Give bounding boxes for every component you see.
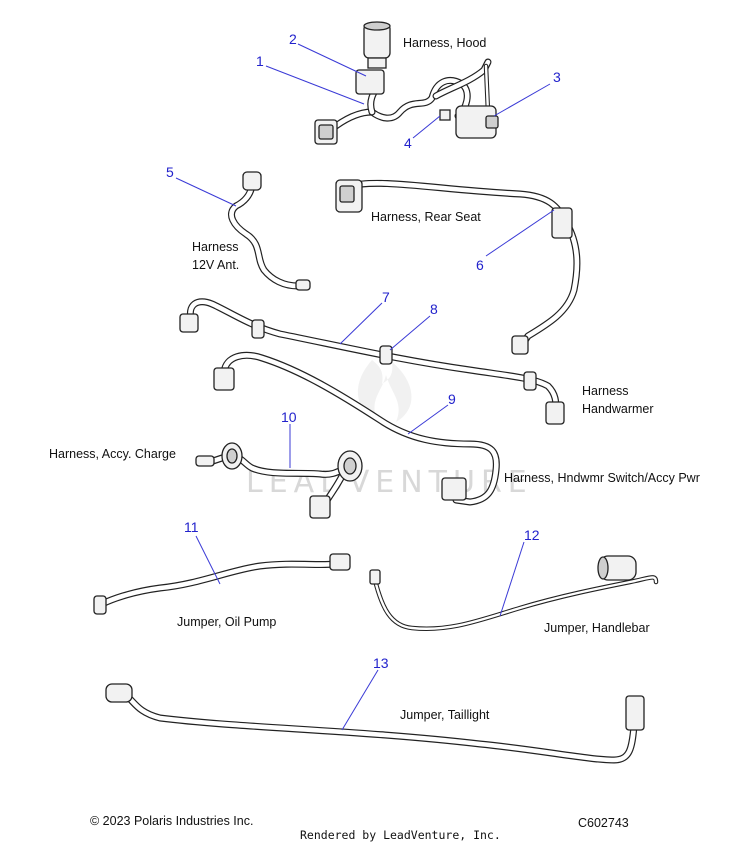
hood-clip <box>439 109 451 121</box>
hood-connector-block <box>355 69 385 95</box>
footer: © 2023 Polaris Industries Inc. Rendered … <box>90 814 629 842</box>
label-jumper-handlebar: Jumper, Handlebar <box>544 621 650 635</box>
jumper-oil-pump <box>93 553 351 615</box>
handwarmer-left-connector <box>179 313 199 333</box>
callout-7[interactable]: 7 <box>382 289 390 305</box>
leader-4 <box>412 115 441 139</box>
hndwmr-left-connector <box>213 367 235 391</box>
footer-rendered-by: Rendered by LeadVenture, Inc. <box>300 828 501 842</box>
label-harness-handwarmer-line1: Harness <box>582 384 629 398</box>
callout-12[interactable]: 12 <box>524 527 540 543</box>
callout-9[interactable]: 9 <box>448 391 456 407</box>
harness-handwarmer <box>179 298 565 425</box>
harness-hndwmr-switch <box>213 351 500 506</box>
leader-6 <box>485 209 555 257</box>
rear-seat-left-connector-face <box>339 185 355 203</box>
handwarmer-clip-3 <box>523 371 537 391</box>
leader-9 <box>407 404 449 435</box>
hood-canister-collar <box>367 57 387 69</box>
leader-12 <box>499 541 525 617</box>
hood-switch-face <box>485 115 499 129</box>
accy-charge-socket-2-face <box>343 457 357 475</box>
callout-4[interactable]: 4 <box>404 135 412 151</box>
accy-charge-end-connector <box>309 495 331 519</box>
callout-10[interactable]: 10 <box>281 409 297 425</box>
hndwmr-end-connector <box>441 477 467 501</box>
leader-1 <box>265 65 365 105</box>
callout-6[interactable]: 6 <box>476 257 484 273</box>
label-jumper-oil-pump: Jumper, Oil Pump <box>177 615 276 629</box>
callout-1[interactable]: 1 <box>256 53 264 69</box>
handwarmer-clip-1 <box>251 319 265 339</box>
leader-lines <box>175 43 555 731</box>
taillight-left-connector <box>105 683 133 703</box>
oil-pump-left-connector <box>93 595 107 615</box>
label-harness-hndwmr-switch: Harness, Hndwmr Switch/Accy Pwr <box>504 471 700 485</box>
harness-accy-charge <box>195 442 363 519</box>
label-harness-12v-line2: 12V Ant. <box>192 258 239 272</box>
callout-2[interactable]: 2 <box>289 31 297 47</box>
hood-canister-cap <box>363 21 391 31</box>
label-harness-rear-seat: Harness, Rear Seat <box>371 210 481 224</box>
12v-end-connector <box>295 279 311 291</box>
callout-8[interactable]: 8 <box>430 301 438 317</box>
callout-5[interactable]: 5 <box>166 164 174 180</box>
taillight-right-connector <box>625 695 645 731</box>
leader-11 <box>195 535 221 585</box>
accy-charge-socket-1-face <box>226 448 238 464</box>
part-labels: Harness, Hood Harness 12V Ant. Harness, … <box>49 36 700 722</box>
label-harness-accy-charge: Harness, Accy. Charge <box>49 447 176 461</box>
harness-12v-ant <box>228 171 311 291</box>
leader-3 <box>493 83 551 117</box>
leader-8 <box>389 315 431 351</box>
callout-11[interactable]: 11 <box>184 519 199 535</box>
label-jumper-taillight: Jumper, Taillight <box>400 708 490 722</box>
leader-13 <box>341 669 379 731</box>
watermark: LEADVENTURE <box>246 360 527 500</box>
callouts: 1 2 3 4 5 6 7 8 9 10 11 12 13 <box>166 31 561 671</box>
handwarmer-end-connector <box>545 401 565 425</box>
leader-7 <box>339 302 383 345</box>
accy-charge-plug <box>195 455 215 467</box>
leader-5 <box>175 177 237 207</box>
oil-pump-right-connector <box>329 553 351 571</box>
callout-3[interactable]: 3 <box>553 69 561 85</box>
handwarmer-clip-2 <box>379 345 393 365</box>
leader-2 <box>297 43 367 77</box>
jumper-taillight <box>105 683 645 764</box>
jumper-handlebar <box>369 555 659 631</box>
harness-rear-seat <box>335 179 581 355</box>
rear-seat-end-connector <box>511 335 529 355</box>
handlebar-left-connector <box>369 569 381 585</box>
watermark-flame-icon <box>357 360 412 422</box>
callout-13[interactable]: 13 <box>373 655 389 671</box>
footer-copyright: © 2023 Polaris Industries Inc. <box>90 814 253 828</box>
rear-seat-mid-connector <box>551 207 573 239</box>
footer-diagram-code: C602743 <box>578 816 629 830</box>
12v-top-connector <box>242 171 262 191</box>
label-harness-hood: Harness, Hood <box>403 36 486 50</box>
harness-hood <box>314 21 499 145</box>
handlebar-canister-cap <box>597 556 609 580</box>
hood-left-connector-face <box>318 124 334 140</box>
label-harness-handwarmer-line2: Handwarmer <box>582 402 654 416</box>
label-harness-12v-line1: Harness <box>192 240 239 254</box>
